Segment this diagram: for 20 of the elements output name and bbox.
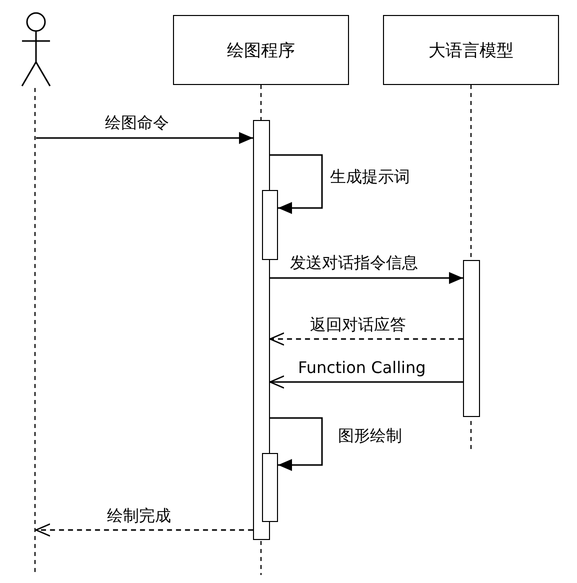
arrow bbox=[270, 272, 463, 284]
arrow bbox=[270, 154, 323, 214]
edge-label: 图形绘制 bbox=[338, 427, 402, 445]
activation-bar bbox=[262, 453, 278, 522]
edge-label: 发送对话指令信息 bbox=[290, 254, 418, 272]
participant-box: 大语言模型 bbox=[383, 15, 559, 85]
activation-bar bbox=[463, 260, 480, 417]
edge-label: 生成提示词 bbox=[330, 168, 410, 186]
activation-bar bbox=[262, 190, 278, 260]
participant-box: 绘图程序 bbox=[173, 15, 349, 85]
actor-icon bbox=[20, 12, 52, 575]
edge-label: 绘制完成 bbox=[107, 507, 171, 525]
arrow bbox=[36, 132, 253, 144]
edge-label: Function Calling bbox=[298, 359, 426, 377]
arrow bbox=[269, 332, 463, 346]
arrow bbox=[35, 523, 253, 537]
edge-label: 返回对话应答 bbox=[310, 316, 406, 334]
arrow bbox=[270, 417, 323, 471]
edge-label: 绘图命令 bbox=[105, 114, 169, 132]
arrow bbox=[269, 375, 463, 389]
